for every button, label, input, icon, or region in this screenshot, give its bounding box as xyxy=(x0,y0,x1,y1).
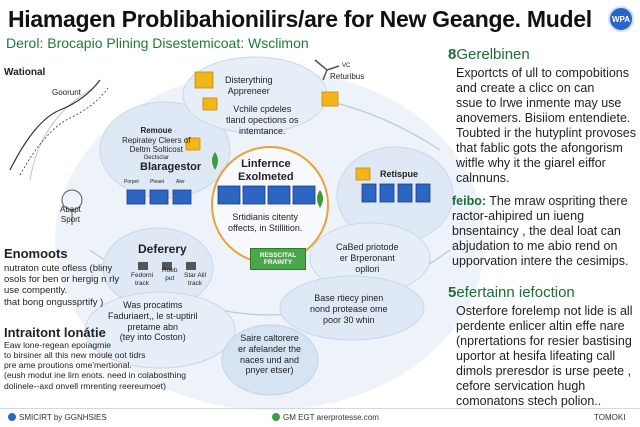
vc-label: VC xyxy=(342,63,351,69)
abapt-sport-label: Abapt Sport xyxy=(60,205,81,224)
section2-heading: feibo: xyxy=(452,194,487,208)
vchile-text: Vchile cpdeles tland opections os intemt… xyxy=(226,104,299,136)
retispue-box xyxy=(361,183,377,203)
center-box xyxy=(217,185,241,205)
intraitont-body: Eaw lone-regean epoiagmie to birsiner al… xyxy=(4,340,187,391)
retispue-box xyxy=(415,183,431,203)
cube-icon xyxy=(355,167,371,181)
plant-icon xyxy=(317,190,323,208)
cabed-text: CaBed priotode er Brperonant opllori xyxy=(336,242,399,274)
retispue-label: Retispue xyxy=(380,169,419,179)
was-text: Was procatims Faduriaert,, le st-uptiril… xyxy=(108,300,198,343)
retispue-box xyxy=(379,183,395,203)
goorunt-label: Goorunt xyxy=(52,88,81,97)
footer-center: GM EGT arerprotesse.com xyxy=(272,413,379,422)
retispue-box xyxy=(397,183,413,203)
bubble-was xyxy=(84,291,236,369)
bubble-saire xyxy=(221,324,319,396)
base-text: Base rtiecy pinen nond protease ome poor… xyxy=(310,293,388,325)
device-icon xyxy=(186,262,196,270)
intraitont-heading: Intraitont lonátie xyxy=(4,325,106,340)
ressCital-badge: RESSCITAL FRAINTY xyxy=(250,248,306,270)
blaragestor-item: Aler xyxy=(176,179,185,185)
monitor-icon xyxy=(172,189,192,205)
road-sketch xyxy=(19,87,109,176)
center-box xyxy=(267,185,291,205)
section1-body: Exportcts of ull to compobitions and cre… xyxy=(456,66,636,185)
blaragestor-item: Pleaet xyxy=(150,179,165,185)
wational-label: Wational xyxy=(4,67,46,78)
center-text: Srtidianis citenty offects, in Stillitio… xyxy=(228,212,303,233)
blaragestor-label: Blaragestor xyxy=(140,161,202,173)
returibus-label: Returibus xyxy=(330,72,365,81)
robot-arm-icon xyxy=(314,59,340,81)
monitor-icon xyxy=(126,189,146,205)
blaragestor-item: Porpet xyxy=(124,179,139,185)
plant-icon xyxy=(212,152,218,170)
section1-heading: 8Gerelbinen xyxy=(448,46,530,63)
road-sketch xyxy=(9,79,101,171)
page-title: Hiamagen Problibahionilirs/are for New G… xyxy=(8,6,592,32)
center-title: Linfernce Exolmeted xyxy=(238,158,294,184)
footer-logo-icon xyxy=(8,413,16,421)
logo-badge: WPA xyxy=(608,6,634,32)
connector-arc xyxy=(29,89,91,181)
remoue-text: Remoue Repiratey Cleers of Deltm Soltico… xyxy=(122,126,191,161)
footer-bar: SMICIRT by GGNHSIES GM EGT arerprotesse.… xyxy=(0,408,640,427)
enomoots-heading: Enomoots xyxy=(4,246,68,261)
footer-globe-icon xyxy=(272,413,280,421)
cube-icon xyxy=(194,71,214,89)
center-box xyxy=(292,185,316,205)
bubble-base xyxy=(279,275,425,341)
page-subtitle: Derol: Brocapio Plining Disestemicoat: W… xyxy=(6,35,309,51)
section3-body: Osterfore forelemp not lide is all perde… xyxy=(456,304,633,408)
footer-right: TOMOKI xyxy=(594,413,626,422)
cube-icon xyxy=(202,97,218,111)
deferery-label: Deferery xyxy=(138,242,187,256)
saire-text: Saire caltorere er afelander the naces u… xyxy=(238,333,302,376)
device-icon xyxy=(162,262,172,270)
cube-icon xyxy=(185,137,201,151)
monitor-icon xyxy=(149,189,169,205)
deferery-item: Roeb put xyxy=(162,267,178,282)
deferery-item: Star Alil track xyxy=(184,272,207,287)
deferery-item: Fedorni track xyxy=(131,272,154,287)
enomoots-body: nutraton cute ofless (bliny osols for be… xyxy=(4,263,120,308)
center-box xyxy=(242,185,266,205)
device-icon xyxy=(138,262,148,270)
section2-body: feibo: The mraw ospriting there ractor-a… xyxy=(452,194,629,268)
footer-left: SMICIRT by GGNHSIES xyxy=(8,413,107,422)
section3-heading: 5efertainn iefoction xyxy=(448,284,575,301)
disterything-label: Disterything Appreneer xyxy=(225,75,273,96)
cube-icon xyxy=(321,91,339,107)
